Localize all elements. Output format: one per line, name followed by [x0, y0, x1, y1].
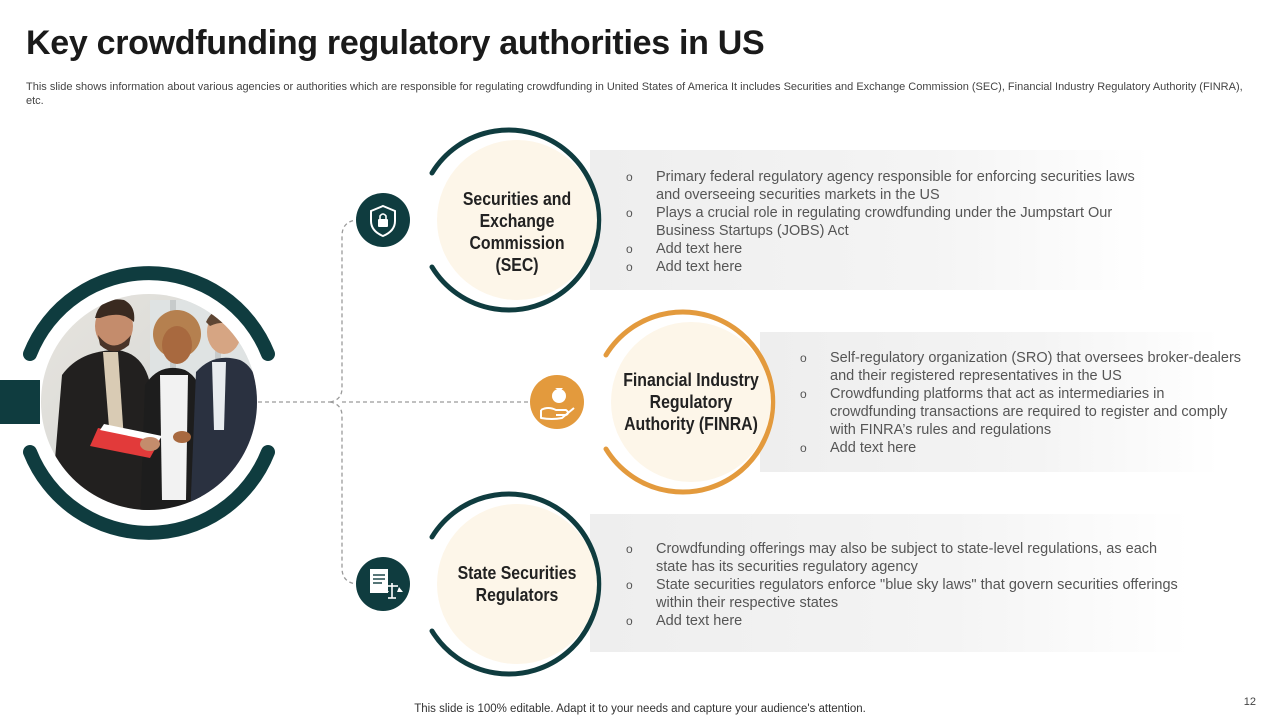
state-bullet-1: Crowdfunding offerings may also be subje…	[626, 540, 1186, 576]
photo-top-arc	[23, 266, 275, 361]
finra-bullet-list: Self-regulatory organization (SRO) that …	[800, 349, 1250, 457]
finra-label: Financial Industry Regulatory Authority …	[623, 370, 759, 434]
shield-lock-icon	[356, 193, 410, 247]
finra-bullet-2: Crowdfunding platforms that act as inter…	[800, 385, 1250, 439]
state-bullet-3: Add text here	[626, 612, 1186, 630]
finra-circle	[603, 309, 776, 495]
finra-bullet-1: Self-regulatory organization (SRO) that …	[800, 349, 1250, 385]
slide-subtitle: This slide shows information about vario…	[26, 81, 1243, 107]
finra-bullet-3: Add text here	[800, 439, 1250, 457]
sec-bullet-4: Add text here	[626, 258, 1146, 276]
sec-bullet-3: Add text here	[626, 240, 1146, 258]
state-label: State Securities Regulators	[457, 563, 577, 605]
sec-bullet-list: Primary federal regulatory agency respon…	[626, 168, 1146, 276]
sec-bullet-1: Primary federal regulatory agency respon…	[626, 168, 1146, 204]
photo-bottom-arc	[23, 445, 275, 540]
sec-label: Securities and Exchange Commission (SEC)	[462, 189, 572, 275]
sec-bullet-2: Plays a crucial role in regulating crowd…	[626, 204, 1146, 240]
business-team-photo	[41, 294, 257, 510]
left-accent-bar	[0, 380, 40, 424]
dashed-connectors	[258, 219, 530, 585]
page-number: 12	[1243, 696, 1256, 708]
money-bag-hand-icon	[530, 375, 584, 429]
slide-footer: This slide is 100% editable. Adapt it to…	[414, 703, 866, 715]
state-circle	[429, 491, 602, 677]
state-bullet-2: State securities regulators enforce "blu…	[626, 576, 1186, 612]
document-scales-icon	[356, 557, 410, 611]
sec-circle	[429, 127, 602, 313]
slide-title: Key crowdfunding regulatory authorities …	[26, 24, 765, 62]
state-bullet-list: Crowdfunding offerings may also be subje…	[626, 540, 1186, 630]
